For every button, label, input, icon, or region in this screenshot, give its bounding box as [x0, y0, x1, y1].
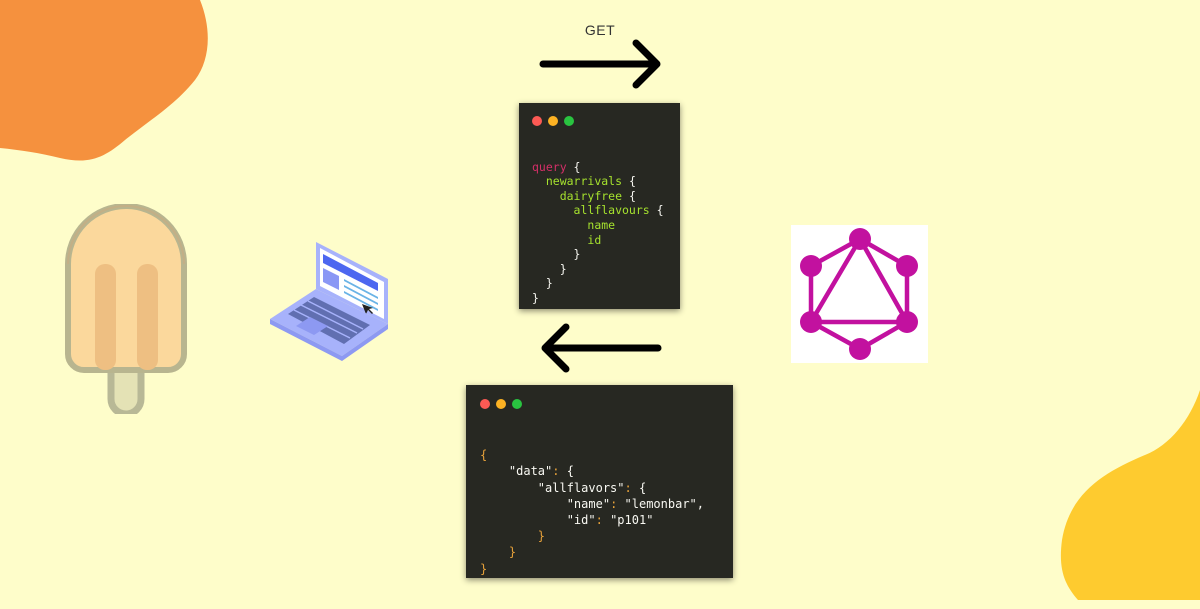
- code-line: "allflavors": {: [480, 480, 704, 496]
- minimize-dot: [548, 116, 558, 126]
- field-name: name: [587, 217, 616, 232]
- maximize-dot: [564, 116, 574, 126]
- colon: :: [595, 513, 603, 528]
- brace: }: [480, 561, 488, 576]
- colon: :: [610, 496, 618, 511]
- popsicle-icon: [65, 204, 187, 414]
- id-key: "id": [566, 513, 596, 528]
- code-line: }: [532, 262, 664, 277]
- code-line: {: [480, 447, 704, 463]
- brace: }: [559, 261, 567, 276]
- brace: {: [566, 464, 574, 479]
- indent: [532, 247, 574, 261]
- graphql-query-window: query { newarrivals { dairyfree { allfla…: [519, 103, 680, 309]
- code-line: }: [532, 291, 664, 306]
- code-line: "id": "p101": [480, 512, 704, 528]
- indent: [532, 276, 546, 290]
- brace: }: [545, 276, 553, 291]
- brace: }: [508, 545, 517, 560]
- code-line: }: [480, 528, 704, 544]
- code-line: id: [532, 233, 664, 248]
- indent: [532, 262, 560, 276]
- laptop-icon: [270, 242, 388, 361]
- response-code: { "data": { "allflavors": { "name": "lem…: [480, 431, 704, 609]
- field-dairyfree: dairyfree: [559, 188, 623, 203]
- colon: :: [624, 480, 632, 495]
- indent: [532, 189, 560, 203]
- brace: }: [573, 247, 581, 262]
- field-newarrivals: newarrivals: [545, 174, 623, 189]
- data-key: "data": [508, 464, 553, 479]
- field-id: id: [587, 232, 602, 247]
- code-line: dairyfree {: [532, 189, 664, 204]
- orange-blob: [0, 0, 208, 161]
- id-value: "p101": [610, 513, 654, 528]
- field-allflavours: allflavours: [573, 203, 650, 218]
- arrow-left-icon: [541, 323, 662, 373]
- brace: {: [622, 188, 636, 203]
- code-line: }: [532, 247, 664, 262]
- code-line: }: [480, 561, 704, 577]
- indent: [532, 174, 546, 188]
- code-line: "data": {: [480, 463, 704, 479]
- brace: }: [532, 290, 539, 305]
- close-dot: [480, 399, 490, 409]
- code-line: name: [532, 218, 664, 233]
- code-line: newarrivals {: [532, 174, 664, 189]
- window-controls: [532, 116, 574, 126]
- indent: [532, 203, 574, 217]
- code-line: allflavours {: [532, 203, 664, 218]
- indent: [532, 218, 587, 232]
- code-line: }: [480, 544, 704, 560]
- name-value: "lemonbar",: [624, 496, 705, 511]
- code-line: query {: [532, 160, 664, 175]
- minimize-dot: [496, 399, 506, 409]
- json-response-window: { "data": { "allflavors": { "name": "lem…: [466, 385, 733, 578]
- yellow-blob: [1060, 390, 1200, 600]
- maximize-dot: [512, 399, 522, 409]
- query-code: query { newarrivals { dairyfree { allfla…: [532, 145, 664, 335]
- arrow-right-icon: [539, 39, 661, 89]
- indent: [532, 233, 587, 247]
- name-key: "name": [566, 496, 611, 511]
- code-line: }: [532, 276, 664, 291]
- query-keyword: query: [532, 159, 567, 174]
- window-controls: [480, 399, 522, 409]
- close-dot: [532, 116, 542, 126]
- code-line: "name": "lemonbar",: [480, 496, 704, 512]
- brace: {: [649, 203, 664, 218]
- brace: {: [480, 448, 488, 463]
- brace: {: [638, 480, 647, 495]
- brace: {: [566, 159, 581, 174]
- get-label: GET: [584, 22, 616, 38]
- colon: :: [552, 464, 560, 479]
- graphql-logo-icon: [791, 225, 928, 363]
- brace: }: [537, 529, 546, 544]
- brace: {: [622, 174, 636, 189]
- allflavors-key: "allflavors": [537, 480, 625, 495]
